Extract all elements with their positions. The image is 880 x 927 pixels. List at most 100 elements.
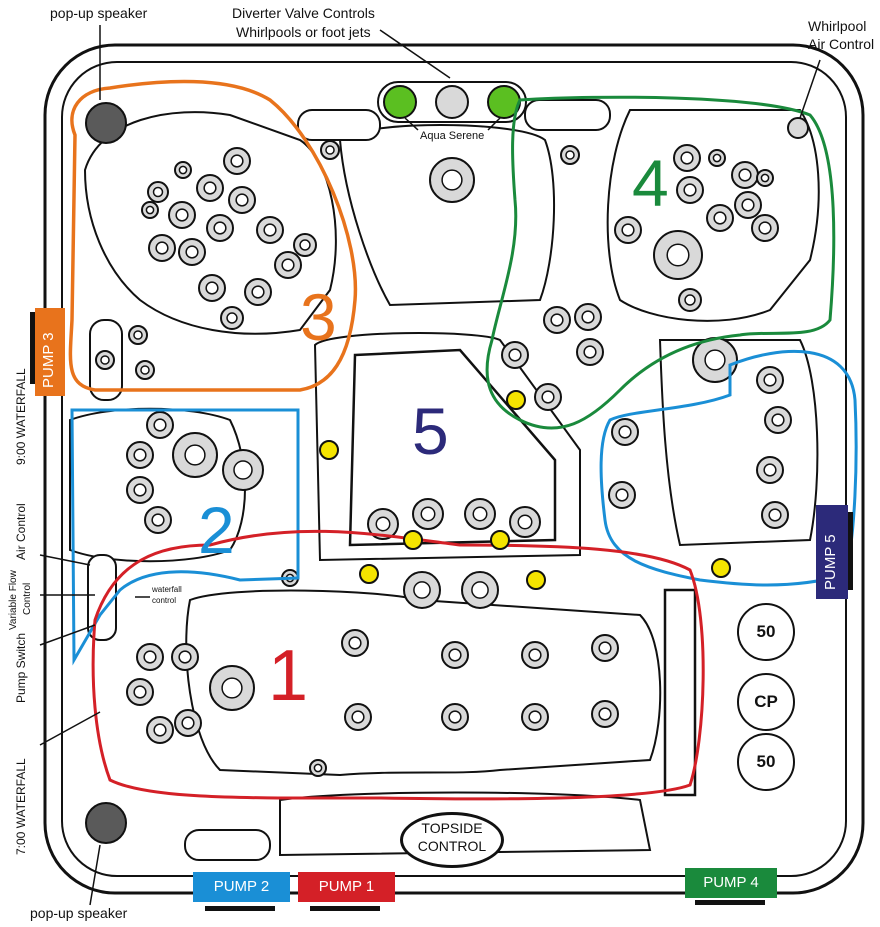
jet-nozzle [713,211,727,225]
jet-nozzle [235,193,249,207]
jet-nozzle [528,710,542,724]
jet-nozzle [448,648,462,662]
jet-nozzle [758,221,772,235]
jet-nozzle [618,425,632,439]
zone-number-2: 2 [198,493,235,567]
label-whirlpool-line1: Whirlpool [808,18,867,34]
jet-nozzle [226,312,238,324]
label-aqua-serene: Aqua Serene [420,130,485,142]
jet-nozzle [152,186,164,198]
jet-nozzle [448,710,462,724]
jet-nozzle [233,460,253,480]
jet-nozzle [528,648,542,662]
label-diverter-line1: Diverter Valve Controls [232,5,375,21]
pump-2-underline [205,906,275,911]
jet-nozzle [598,641,612,655]
pump-3-label: PUMP 3 [40,332,57,388]
jet-nozzle [684,294,696,306]
jet-nozzle [413,581,431,599]
jet-nozzle [145,205,155,215]
jet-nozzle [666,243,690,267]
jet-nozzle [738,168,752,182]
pump-5-label: PUMP 5 [822,534,839,590]
seat-top-left [83,111,337,335]
label-waterfall-control-1: waterfall [152,585,182,594]
jet-nozzle [251,285,265,299]
jet-nozzle [471,581,489,599]
jet-nozzle [313,763,323,773]
jet-nozzle [143,650,157,664]
zone-2-outline [70,408,300,666]
pointer-aqua-serene-right [487,117,501,131]
jet-nozzle [325,145,335,155]
equipment-circle-50-bottom: 50 [737,733,795,791]
jet-nozzle [181,716,195,730]
jet-nozzle [680,151,694,165]
jet-nozzle [712,153,722,163]
control-cluster-top-right [524,99,611,131]
jet-nozzle [263,223,277,237]
jet-nozzle [763,463,777,477]
jet-nozzle [375,516,391,532]
seat-right-side [658,339,819,547]
pointer-air-control [39,554,91,566]
jet-nozzle [155,241,169,255]
jet-nozzle [351,710,365,724]
pointer-waterfall-700 [39,711,101,746]
pointer-aqua-serene-left [404,117,419,131]
bottom-step [279,791,652,857]
pump-4-badge: PUMP 4 [685,868,777,898]
label-waterfall-900: 9:00 WATERFALL [14,368,28,465]
jet-nozzle [221,677,243,699]
jet-nozzle [441,169,463,191]
jet-nozzle [133,685,147,699]
lights-group [319,390,731,590]
pointer-diverter [379,29,451,79]
pump-5-underline [848,512,853,590]
jet-nozzle [760,173,770,183]
topside-control: TOPSIDE CONTROL [400,812,504,868]
zone-3-outline [68,79,358,392]
jet-nozzle [683,183,697,197]
jet-nozzle [133,448,147,462]
light-icon [490,530,510,550]
light-icon [319,440,339,460]
label-popup-speaker-top: pop-up speaker [50,5,148,21]
jet-nozzle [472,506,488,522]
jet-nozzle [771,413,785,427]
light-icon [359,564,379,584]
jet-nozzle [598,707,612,721]
label-variable-flow-1: Variable Flow [8,570,19,630]
popup-speaker-bottom-icon [85,802,127,844]
pump-1-underline [310,906,380,911]
jet-nozzle [581,310,595,324]
jet-nozzle [100,355,110,365]
jet-nozzle [541,390,555,404]
label-waterfall-control-2: control [152,596,177,605]
jet-nozzle [621,223,635,237]
control-cluster-top-left [297,109,381,141]
jet-nozzle [153,418,167,432]
topside-control-line2: CONTROL [417,838,487,854]
jet-nozzle [203,181,217,195]
jet-nozzle [178,165,188,175]
jet-nozzle [133,483,147,497]
center-footwell [348,348,557,547]
zone-5-outline [599,349,858,587]
label-pump-switch: Pump Switch [14,632,28,703]
jet-nozzle [615,488,629,502]
jet-nozzle [185,245,199,259]
label-variable-flow-2: Control [22,582,33,615]
spa-inner-rim [61,61,847,877]
zone-4-outline [485,95,836,430]
jet-nozzle [205,281,219,295]
seat-top-center [338,124,556,307]
jet-nozzle [550,313,564,327]
jet-nozzle [741,198,755,212]
zone-1-outline [91,529,705,801]
popup-speaker-top-icon [85,102,127,144]
jet-nozzle [517,514,533,530]
whirlpool-air-control-icon [787,117,809,139]
right-handrail [663,588,697,797]
